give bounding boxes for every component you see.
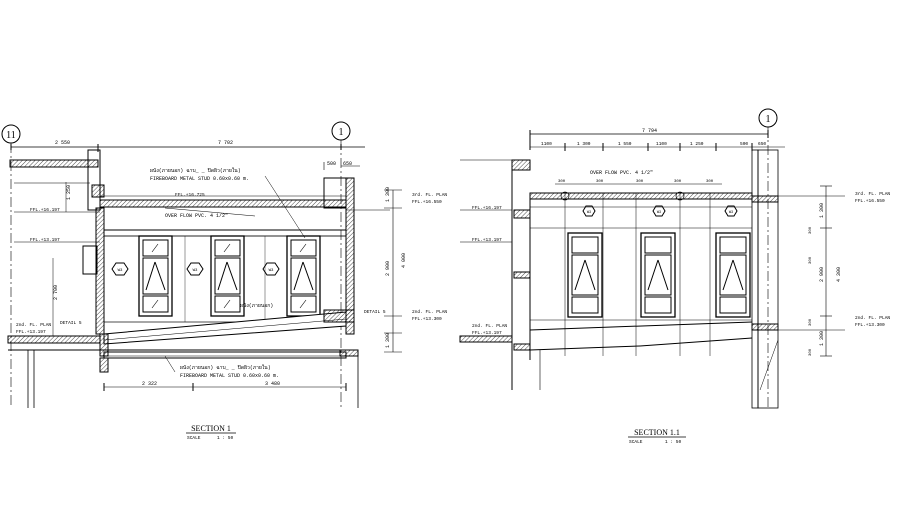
window-tag-label: W3 (269, 269, 274, 273)
dim-top-2: 500 (327, 161, 336, 167)
level-b: FFL.+13.197 (30, 237, 60, 243)
dim-top-r-5: 500 (740, 141, 748, 147)
window-r3 (715, 232, 751, 318)
window-tag (186, 262, 204, 276)
dim-bottom-1: 3 480 (265, 381, 280, 387)
section-1-drawing (1, 121, 402, 434)
dim-side-3: 300 (809, 348, 813, 356)
section-1-1-scale-label: SCALE (629, 439, 643, 445)
level-floor-left: 2nd. FL. PLAN (472, 323, 507, 329)
level-bottom-right: 2nd. FL. PLAN (855, 315, 890, 321)
dim-small-2: 300 (636, 180, 644, 184)
dim-small-4: 300 (706, 180, 714, 184)
window-tag-label: W3 (657, 211, 661, 215)
wall-note: ผนัง(ภายนอก) (240, 303, 273, 309)
dim-small-1: 300 (596, 180, 604, 184)
level-top-right: FFL.+16.725 (175, 192, 205, 198)
grid-label-11: 11 (6, 130, 16, 141)
dim-top-r-6: 650 (758, 141, 766, 147)
section-1-1-drawing (459, 108, 845, 438)
level-floor-left-ffl: FFL.+13.197 (472, 330, 502, 336)
dim-right-3: 1 300 (385, 333, 391, 348)
level-floor: 2nd. FL. PLAN (16, 322, 51, 328)
window-tag-label: W3 (193, 269, 198, 273)
dim-small-0: 300 (558, 180, 566, 184)
window-2 (210, 235, 245, 317)
grid-label-1-right: 1 (766, 114, 771, 125)
level-floor-ffl: FFL.+13.197 (16, 329, 46, 335)
grid-label-1: 1 (339, 127, 344, 138)
dim-top-0: 2 550 (55, 140, 70, 146)
note-bottom-line-1: ผนัง(ภายนอก) ฉาบ_ _ ปิดผิว(ภายใน) (180, 364, 271, 371)
dim-side-1: 300 (809, 256, 813, 264)
section-1-1-scale-value: 1 : 50 (665, 439, 682, 445)
section-1-1-annotations: 1 7 794 1100 1 300 1 550 1100 1 250 500 … (472, 114, 890, 445)
window-r1 (567, 232, 603, 318)
dim-top-r-0: 1100 (541, 141, 552, 147)
level-a-right: FFL.+16.197 (472, 205, 502, 211)
dim-top-3: 650 (343, 161, 352, 167)
dim-side-2: 300 (809, 318, 813, 326)
dim-left-2: 2 700 (53, 285, 59, 300)
window-tag (724, 205, 738, 217)
dim-top-r-4: 1 250 (690, 141, 704, 147)
window-1 (138, 235, 173, 317)
dim-right-r-2: 2 900 (819, 267, 825, 282)
window-tag-label: W3 (118, 269, 123, 273)
window-tag (582, 205, 596, 217)
detail-label: DETAIL 5 (60, 320, 82, 326)
section-1-scale-label: SCALE (187, 435, 201, 441)
window-tag-label: W3 (729, 211, 733, 215)
dim-total: 7 794 (642, 128, 657, 134)
dim-right-0: 1 300 (385, 187, 391, 202)
level-roof-ffl: FFL.+16.550 (412, 199, 442, 205)
level-floor-right: 2nd. FL. PLAN (412, 309, 447, 315)
level-roof: 3rd. FL. PLAN (412, 192, 447, 198)
section-1-annotations: 11 1 2 550 7 702 500 650 ผนัง(ภายนอก) ฉา… (6, 127, 447, 441)
dim-top-r-2: 1 550 (618, 141, 632, 147)
dim-bottom-0: 2 322 (142, 381, 157, 387)
dim-right-1: 4 000 (401, 253, 407, 268)
dim-right-r-0: 1 300 (819, 203, 825, 218)
window-tag (262, 262, 280, 276)
section-1-title: SECTION 1 (191, 424, 231, 433)
section-1-scale-value: 1 : 50 (217, 435, 234, 441)
dim-top-r-3: 1100 (656, 141, 667, 147)
level-floor-right-ffl: FFL.+13.300 (412, 316, 442, 322)
dim-right-2: 2 900 (385, 261, 391, 276)
note-top-line-1: ผนัง(ภายนอก) ฉาบ_ _ ปิดผิว(ภายใน) (150, 167, 241, 174)
level-top-right-ffl: FFL.+16.550 (855, 198, 885, 204)
note-bottom-line-2: FIREBOARD METAL STUD 0.60x0.60 m. (180, 373, 279, 379)
overflow-note-right: OVER FLOW PVC. 4 1/2" (590, 170, 653, 176)
level-top-right: 3rd. FL. PLAN (855, 191, 890, 197)
overflow-note: OVER FLOW PVC. 4 1/2" (165, 213, 228, 219)
detail-label-right: DETAIL 5 (364, 309, 386, 315)
dim-left-1: 1 250 (66, 185, 72, 200)
level-b-right: FFL.+13.197 (472, 237, 502, 243)
window-tag (111, 262, 129, 276)
dim-top-1: 7 702 (218, 140, 233, 146)
dim-small-3: 300 (674, 180, 682, 184)
dim-side-0: 300 (809, 226, 813, 234)
level-bottom-right-ffl: FFL.+13.300 (855, 322, 885, 328)
note-top-line-2: FIREBOARD METAL STUD 0.60x0.60 m. (150, 176, 249, 182)
section-1-1-title: SECTION 1.1 (634, 428, 680, 437)
window-r2 (640, 232, 676, 318)
dim-top-r-1: 1 300 (577, 141, 591, 147)
window-tag-label: W3 (587, 211, 591, 215)
dim-right-r-1: 4 300 (836, 267, 842, 282)
window-tag (652, 205, 666, 217)
level-a: FFL.+16.197 (30, 207, 60, 213)
window-3 (286, 235, 321, 317)
dim-right-r-3: 1 300 (819, 331, 825, 346)
